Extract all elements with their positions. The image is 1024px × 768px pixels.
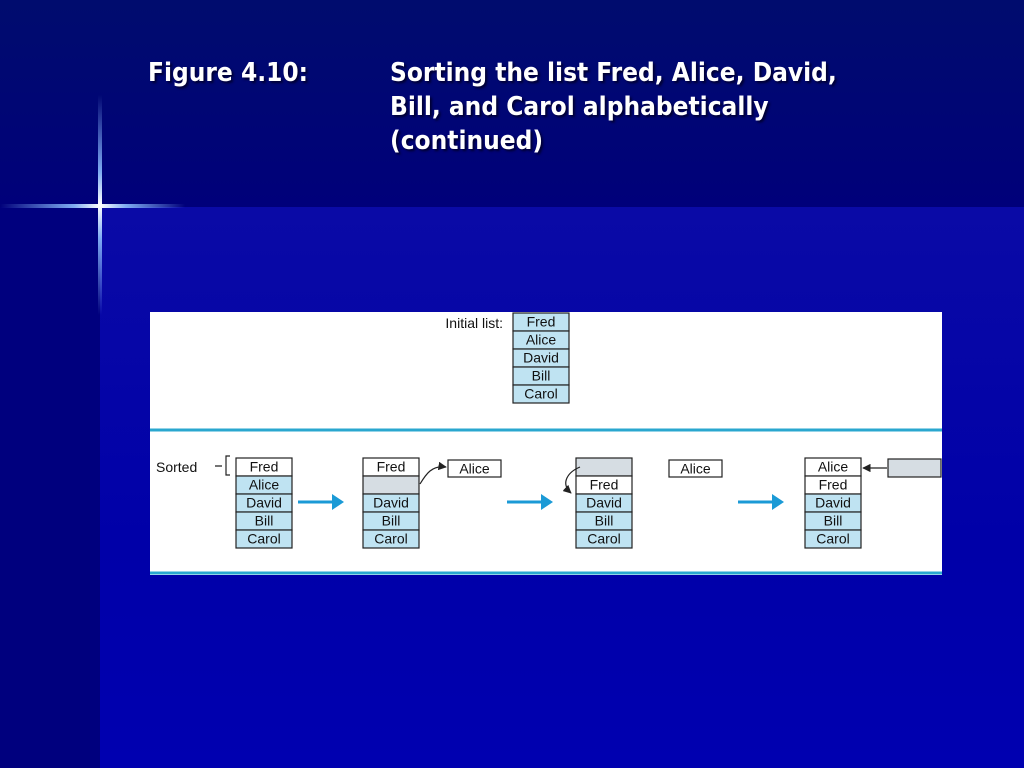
step-2-cell-1-label: Fred: [377, 459, 406, 475]
initial-list-cell-3-label: David: [523, 350, 559, 366]
shift-down-arrow: [562, 466, 581, 494]
step-1-cell-2-label: Alice: [249, 477, 280, 493]
step-4-cell-1-label: Alice: [818, 459, 849, 475]
step-3-cell-5-label: Carol: [587, 531, 620, 547]
figure-label: Figure 4.10:: [148, 58, 309, 88]
initial-list-cell-2-label: Alice: [526, 332, 557, 348]
step-4-cell-5: [804, 529, 862, 549]
step-3-side-box: [668, 459, 723, 478]
slide-header-background: [0, 0, 1024, 207]
step-3-side-value: Alice: [680, 461, 711, 477]
step-arrow-1-head: [332, 494, 344, 510]
step-arrows: [298, 494, 784, 510]
step-3-cell-4-label: Bill: [595, 513, 614, 529]
step-2-cell-2: [362, 475, 420, 495]
step-4-cell-2-label: Fred: [819, 477, 848, 493]
sorted-bracket: [215, 455, 230, 476]
step-2-side-value: Alice: [459, 461, 490, 477]
step-1-cell-5-label: Carol: [247, 531, 280, 547]
step-2-cell-5: [362, 529, 420, 549]
slide-left-band: [0, 207, 100, 768]
sparkle-star-horizontal: [0, 204, 185, 208]
step-4-empty-box: [887, 458, 942, 478]
sparkle-star-vertical: [98, 95, 102, 315]
step-3-cell-5: [575, 529, 633, 549]
step-4-cell-4-label: Bill: [824, 513, 843, 529]
initial-list-cell-5: [512, 384, 570, 404]
step-1-cell-1-label: Fred: [250, 459, 279, 475]
step-arrow-3-head: [772, 494, 784, 510]
step-3-cell-3-label: David: [586, 495, 622, 511]
title-line-3: (continued): [390, 126, 544, 156]
title-line-1: Sorting the list Fred, Alice, David,: [390, 58, 837, 88]
initial-list-cell-4-label: Bill: [532, 368, 551, 384]
slide-title: Sorting the list Fred, Alice, David, Bil…: [390, 56, 910, 158]
step-4-cell-5-label: Carol: [816, 531, 849, 547]
step-1-cell-5: [235, 529, 293, 549]
sorted-label: Sorted: [156, 459, 197, 475]
step-4-cell-3-label: David: [815, 495, 851, 511]
step-2-cell-5-label: Carol: [374, 531, 407, 547]
move-out-arrow: [419, 461, 447, 485]
step-2-cell-3-label: David: [373, 495, 409, 511]
step-1-cell-4-label: Bill: [255, 513, 274, 529]
step-3-cell-2-label: Fred: [590, 477, 619, 493]
step-3-cell-1: [575, 457, 633, 477]
step-1-cell-3-label: David: [246, 495, 282, 511]
step-arrow-2-head: [541, 494, 553, 510]
initial-list-cell-5-label: Carol: [524, 386, 557, 402]
step-2-side-box: [447, 459, 502, 478]
initial-list-cell-1-label: Fred: [527, 314, 556, 330]
title-line-2: Bill, and Carol alphabetically: [390, 92, 769, 122]
initial-list-label: Initial list:: [445, 315, 503, 331]
step-2-cell-4-label: Bill: [382, 513, 401, 529]
